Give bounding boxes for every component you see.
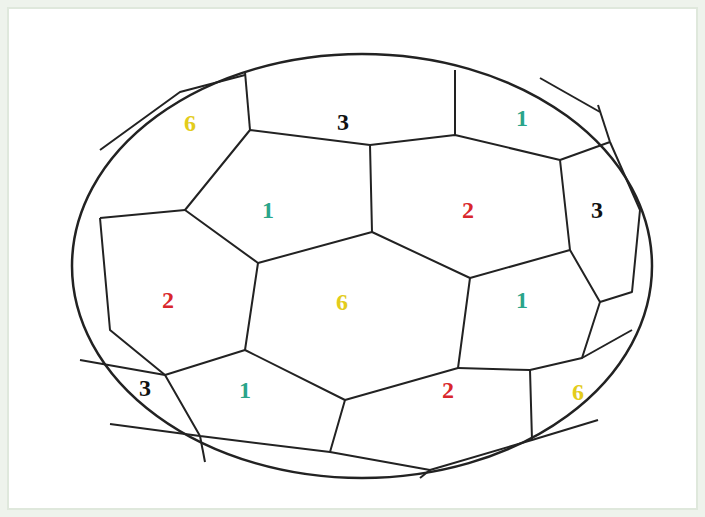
frame [8, 8, 697, 509]
patch-number: 3 [337, 110, 349, 134]
patch-number: 3 [139, 376, 151, 400]
ball-outline [72, 54, 652, 478]
ball-seams [80, 70, 640, 478]
patch-number: 2 [442, 378, 454, 402]
patch-number: 1 [516, 106, 528, 130]
patch-number: 3 [591, 198, 603, 222]
patch-number: 1 [239, 378, 251, 402]
patch-number: 6 [572, 380, 584, 404]
patch-number: 2 [162, 288, 174, 312]
patch-number: 6 [336, 290, 348, 314]
patch-number: 1 [262, 198, 274, 222]
patch-number: 6 [184, 111, 196, 135]
patch-number: 2 [462, 198, 474, 222]
patch-number: 1 [516, 288, 528, 312]
